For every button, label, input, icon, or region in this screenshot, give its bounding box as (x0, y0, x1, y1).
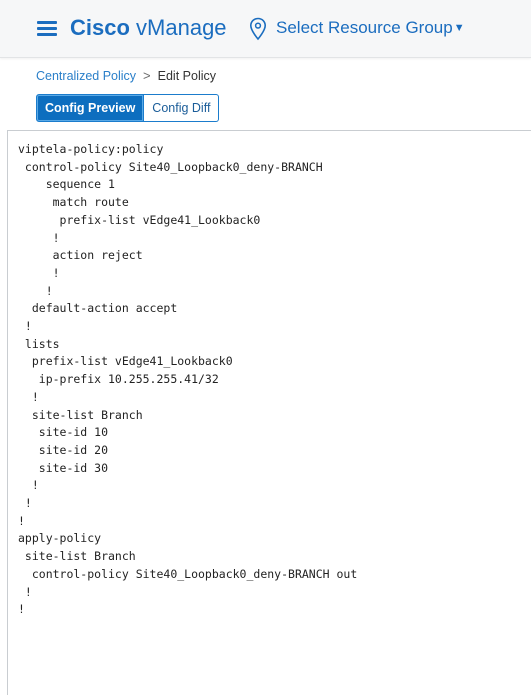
chevron-right-icon: > (143, 68, 151, 83)
map-pin-icon (249, 17, 267, 41)
resource-group-label: Select Resource Group (276, 18, 453, 37)
app-brand: Cisco vManage (70, 15, 227, 41)
breadcrumb-edit-policy: Edit Policy (157, 69, 216, 83)
tab-config-diff[interactable]: Config Diff (144, 94, 220, 122)
top-navigation-bar: Cisco vManage Select Resource Group▼ (0, 0, 531, 58)
config-preview-panel[interactable]: viptela-policy:policy control-policy Sit… (7, 130, 531, 695)
brand-vmanage: vManage (129, 15, 227, 40)
policy-config-text: viptela-policy:policy control-policy Sit… (18, 142, 358, 617)
caret-down-icon: ▼ (453, 22, 465, 34)
hamburger-menu-icon[interactable] (37, 20, 57, 36)
breadcrumb-centralized-policy[interactable]: Centralized Policy (36, 69, 137, 83)
brand-cisco: Cisco (70, 15, 130, 40)
select-resource-group-dropdown[interactable]: Select Resource Group▼ (276, 18, 465, 38)
tab-config-preview[interactable]: Config Preview (36, 94, 145, 122)
breadcrumb: Centralized Policy > Edit Policy (36, 68, 216, 83)
config-tabs: Config Preview Config Diff (36, 94, 220, 122)
